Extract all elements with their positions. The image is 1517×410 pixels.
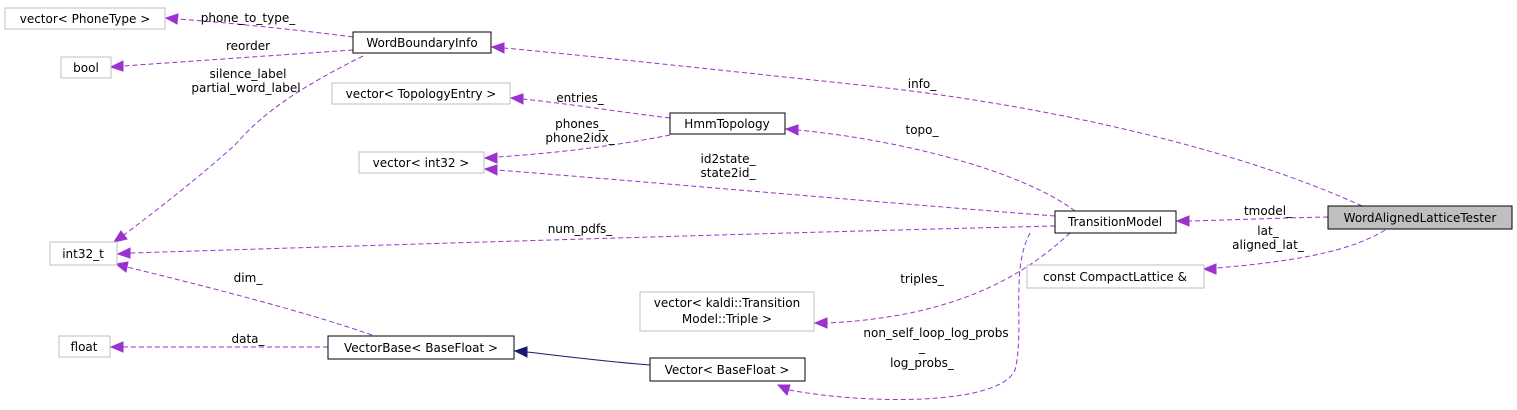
- label-partial-word-label: partial_word_label: [191, 81, 300, 95]
- edge-entries: [509, 93, 671, 119]
- label-lat: lat_: [1257, 224, 1279, 238]
- edge-num-pdfs: [116, 225, 1056, 259]
- edge-data: [109, 341, 329, 353]
- svg-text:vector< PhoneType >: vector< PhoneType >: [20, 12, 151, 26]
- label-non-self-loop-log-probs: non_self_loop_log_probs: [863, 326, 1008, 340]
- edge-lat-aligned-lat: [1202, 229, 1386, 275]
- svg-text:vector< kaldi::Transition: vector< kaldi::Transition: [654, 296, 800, 310]
- node-bool[interactable]: bool: [60, 56, 112, 79]
- label-phone-to-type: phone_to_type_: [201, 11, 296, 25]
- edge-topo: [784, 124, 1076, 212]
- label-aligned-lat: aligned_lat_: [1232, 238, 1305, 252]
- label-reorder: reorder: [226, 39, 270, 53]
- label-phone2idx: phone2idx_: [545, 131, 615, 145]
- svg-text:float: float: [71, 340, 98, 354]
- label-triples: triples_: [900, 272, 945, 286]
- node-word-boundary-info[interactable]: WordBoundaryInfo: [352, 31, 492, 54]
- svg-text:vector< TopologyEntry >: vector< TopologyEntry >: [346, 87, 497, 101]
- edge-dim: [114, 261, 373, 336]
- node-vectorbase-basefloat[interactable]: VectorBase< BaseFloat >: [327, 335, 515, 360]
- svg-text:HmmTopology: HmmTopology: [684, 117, 769, 131]
- svg-text:VectorBase< BaseFloat >: VectorBase< BaseFloat >: [344, 341, 498, 355]
- svg-text:vector< int32 >: vector< int32 >: [373, 156, 470, 170]
- edge-log-probs: [776, 232, 1031, 400]
- edge-inheritance-vectorbase: [513, 346, 651, 366]
- edge-reorder: [109, 49, 354, 72]
- svg-text:Vector< BaseFloat >: Vector< BaseFloat >: [665, 363, 790, 377]
- label-info: info_: [908, 77, 938, 91]
- node-vector-basefloat[interactable]: Vector< BaseFloat >: [649, 357, 806, 382]
- edge-phone-to-type: [164, 13, 354, 38]
- node-transition-model[interactable]: TransitionModel: [1054, 210, 1177, 234]
- node-vector-phonetype[interactable]: vector< PhoneType >: [4, 7, 166, 30]
- svg-text:int32_t: int32_t: [62, 247, 104, 261]
- label-topo: topo_: [905, 123, 939, 137]
- svg-text:Model::Triple >: Model::Triple >: [682, 312, 772, 326]
- node-word-aligned-lattice-tester[interactable]: WordAlignedLatticeTester: [1327, 205, 1513, 230]
- label-id2state: id2state_: [701, 152, 757, 166]
- svg-text:WordBoundaryInfo: WordBoundaryInfo: [366, 36, 477, 50]
- label-entries: entries_: [556, 91, 605, 105]
- edge-phones-phone2idx: [483, 134, 671, 164]
- label-data: data_: [231, 332, 265, 346]
- label-underscore: _: [918, 340, 926, 354]
- edge-tmodel: [1175, 215, 1329, 227]
- svg-text:bool: bool: [73, 61, 99, 75]
- label-phones: phones_: [555, 117, 606, 131]
- node-const-compact-lattice[interactable]: const CompactLattice &: [1026, 264, 1205, 289]
- node-hmm-topology[interactable]: HmmTopology: [669, 112, 786, 135]
- label-log-probs: log_probs_: [890, 356, 955, 370]
- svg-text:const CompactLattice &: const CompactLattice &: [1043, 270, 1187, 284]
- edge-silence-partial-label: [112, 55, 364, 243]
- node-float[interactable]: float: [58, 335, 111, 358]
- edge-id2state-state2id: [483, 164, 1056, 217]
- node-int32-t[interactable]: int32_t: [49, 241, 118, 266]
- label-dim: dim_: [234, 271, 264, 285]
- svg-text:TransitionModel: TransitionModel: [1067, 215, 1162, 229]
- edge-triples: [813, 232, 1071, 329]
- label-tmodel: tmodel_: [1244, 204, 1293, 218]
- label-state2id: state2id_: [701, 166, 757, 180]
- node-vector-int32[interactable]: vector< int32 >: [358, 151, 485, 174]
- svg-text:WordAlignedLatticeTester: WordAlignedLatticeTester: [1344, 211, 1497, 225]
- node-vector-kaldi-transition-triple[interactable]: vector< kaldi::Transition Model::Triple …: [639, 291, 815, 332]
- label-num-pdfs: num_pdfs_: [548, 222, 614, 236]
- label-silence-label: silence_label: [210, 67, 287, 81]
- edge-info: [490, 42, 1363, 207]
- node-vector-topologyentry[interactable]: vector< TopologyEntry >: [331, 82, 511, 105]
